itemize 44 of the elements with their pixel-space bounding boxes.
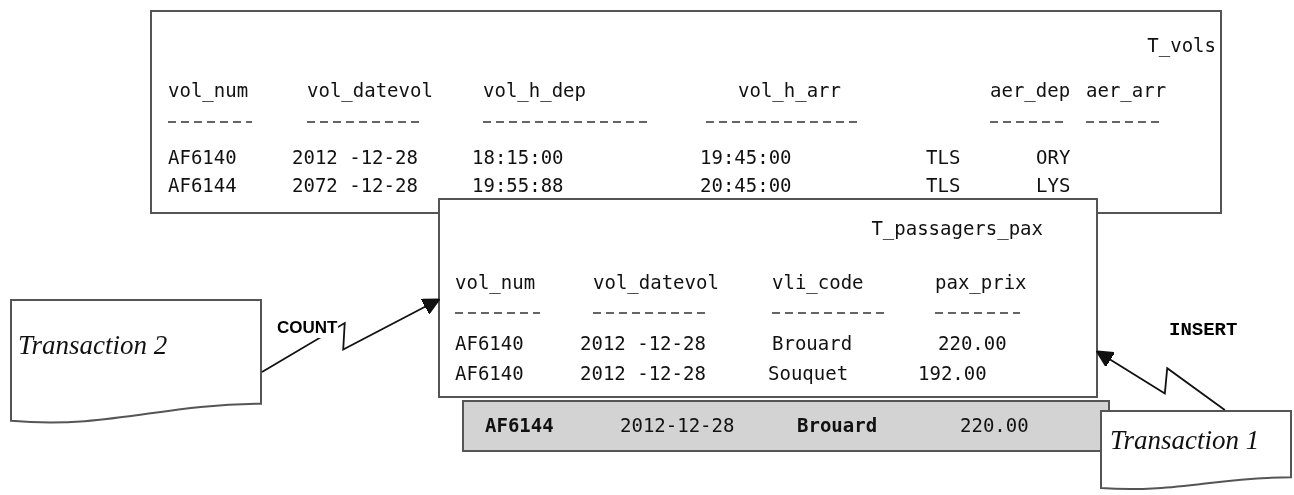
column-name: vol_num xyxy=(455,270,536,294)
field-value: LYS xyxy=(1036,173,1071,197)
field-value: Brouard xyxy=(772,331,853,355)
field-value: 18:15:00 xyxy=(472,145,564,169)
field-value: 2012 -12-28 xyxy=(580,331,706,355)
transaction-name: Transaction 1 xyxy=(1110,424,1260,456)
column-name: vol_h_dep xyxy=(483,78,586,102)
column-name: pax_prix xyxy=(935,270,1027,294)
table-name: T_vols xyxy=(1147,33,1216,57)
field-value: AF6144 xyxy=(485,413,554,437)
transaction-name: Transaction 2 xyxy=(18,329,168,361)
column-name: aer_dep xyxy=(990,78,1071,102)
field-value: Souquet xyxy=(768,361,849,385)
edge-label: COUNT xyxy=(276,318,339,338)
field-value: AF6140 xyxy=(455,361,524,385)
lightning-arrow xyxy=(261,298,441,373)
column-name: vli_code xyxy=(772,270,864,294)
table-box xyxy=(438,198,1098,398)
field-value: TLS xyxy=(926,173,961,197)
field-value: AF6144 xyxy=(168,173,237,197)
highlighted-row xyxy=(462,400,1110,452)
field-value: 220.00 xyxy=(938,331,1007,355)
column-name: vol_h_arr xyxy=(738,78,841,102)
field-value: 20:45:00 xyxy=(700,173,792,197)
lightning-arrow xyxy=(1095,350,1226,411)
field-value: AF6140 xyxy=(455,331,524,355)
field-value: 192.00 xyxy=(918,361,987,385)
field-value: TLS xyxy=(926,145,961,169)
field-value: 220.00 xyxy=(960,413,1029,437)
table-box xyxy=(150,10,1222,214)
field-value: 2012 -12-28 xyxy=(580,361,706,385)
field-value: AF6140 xyxy=(168,145,237,169)
column-name: aer_arr xyxy=(1086,78,1167,102)
field-value: 19:45:00 xyxy=(700,145,792,169)
field-value: 19:55:88 xyxy=(472,173,564,197)
column-name: vol_num xyxy=(168,78,249,102)
field-value: 2072 -12-28 xyxy=(292,173,418,197)
column-name: vol_datevol xyxy=(307,78,433,102)
field-value: ORY xyxy=(1036,145,1071,169)
field-value: 2012 -12-28 xyxy=(292,145,418,169)
field-value: 2012-12-28 xyxy=(620,413,735,437)
field-value: Brouard xyxy=(797,413,878,437)
table-name: T_passagers_pax xyxy=(871,216,1043,240)
column-name: vol_datevol xyxy=(593,270,719,294)
